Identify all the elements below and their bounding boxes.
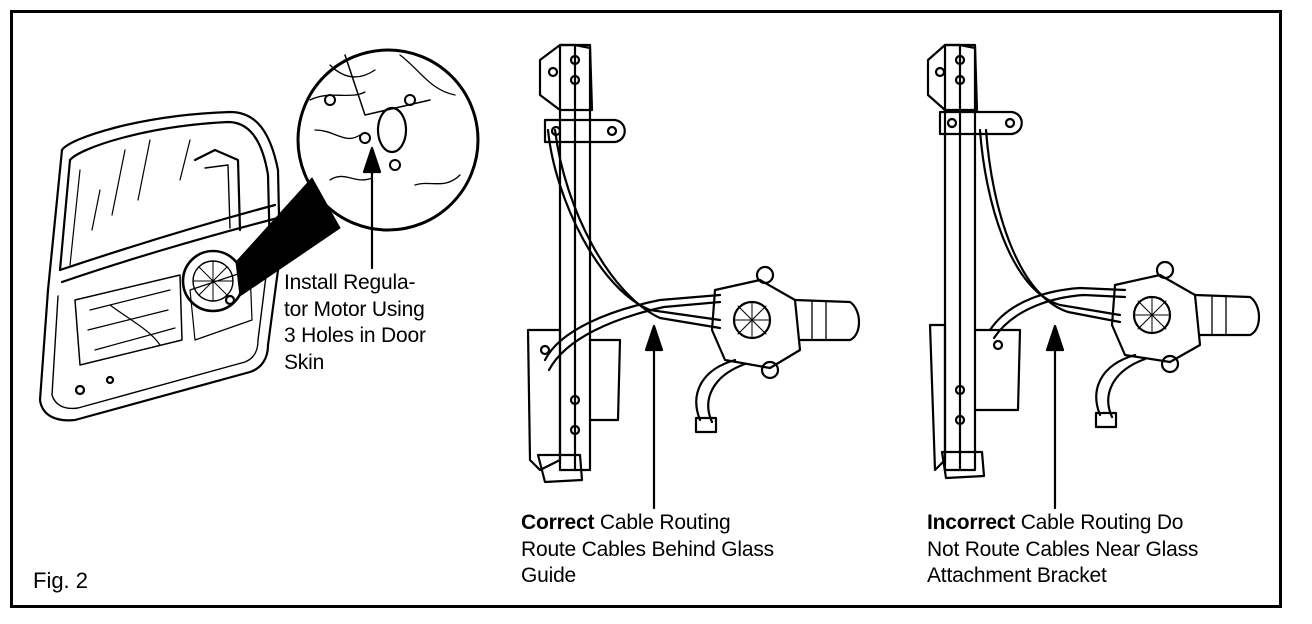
incorrect-callout-line-1-rest: Cable Routing Do bbox=[1015, 511, 1184, 534]
regulator-correct bbox=[526, 43, 861, 510]
regulator-incorrect bbox=[926, 43, 1261, 510]
install-callout-line-1: Install Regula- bbox=[284, 271, 416, 294]
incorrect-keyword: Incorrect bbox=[927, 511, 1016, 534]
install-callout-line-2: tor Motor Using bbox=[284, 297, 425, 321]
magnifier-leader bbox=[235, 177, 341, 297]
magnifier-detail bbox=[296, 48, 480, 270]
install-callout: Install Regula- tor Motor Using 3 Holes … bbox=[284, 270, 484, 377]
correct-callout-line-1-rest: Cable Routing bbox=[594, 511, 731, 534]
correct-callout-line-2: Route Cables Behind Glass bbox=[521, 537, 774, 561]
install-callout-line-4: Skin bbox=[284, 350, 325, 374]
figure-frame bbox=[10, 10, 1282, 608]
incorrect-callout-line-2: Not Route Cables Near Glass bbox=[927, 537, 1199, 561]
incorrect-callout-line-1: Incorrect Cable Routing Do bbox=[927, 510, 1277, 537]
car-door-illustration bbox=[38, 110, 282, 422]
correct-callout-line-1: Correct Cable Routing bbox=[521, 510, 851, 537]
figure-label: Fig. 2 bbox=[33, 568, 89, 593]
incorrect-callout: Incorrect Cable Routing Do Not Route Cab… bbox=[927, 510, 1277, 590]
correct-callout: Correct Cable Routing Route Cables Behin… bbox=[521, 510, 851, 590]
correct-callout-line-3: Guide bbox=[521, 564, 577, 588]
correct-keyword: Correct bbox=[521, 511, 595, 534]
install-callout-line-3: 3 Holes in Door bbox=[284, 324, 426, 348]
incorrect-callout-line-3: Attachment Bracket bbox=[927, 564, 1107, 588]
